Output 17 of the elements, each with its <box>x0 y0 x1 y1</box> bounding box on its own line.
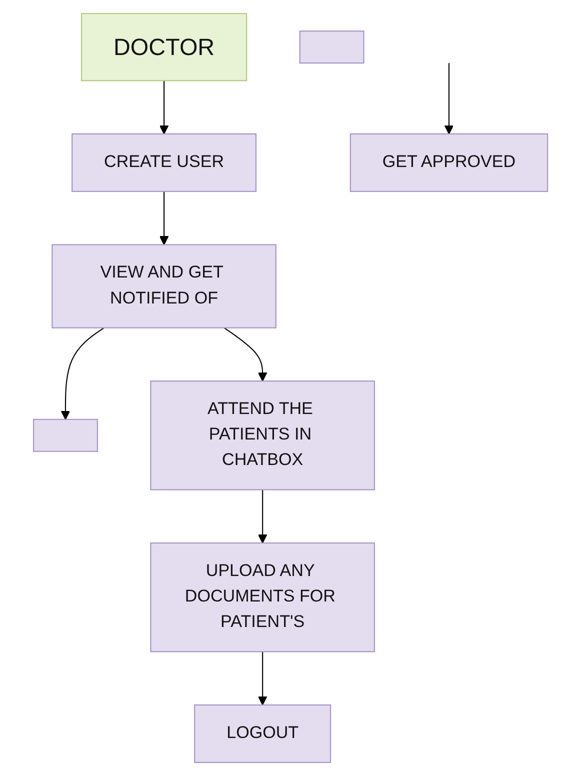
node-box <box>150 380 376 490</box>
arrow <box>160 191 170 246</box>
node-box <box>81 13 248 82</box>
arrow <box>160 80 170 134</box>
arrow <box>258 490 268 544</box>
node-box <box>33 418 98 452</box>
flowchart: DOCTOR CREATE USER VIEW AND GET NOTIFIED OF GET APPROVED ATTEND THE PATIENTS IN CHATBOX UPLOAD ANY DOCUMENTS FOR PATIENT'S LOGOUT <box>25 5 557 771</box>
node-box <box>300 30 365 64</box>
node-box <box>72 133 257 192</box>
node-box <box>194 704 332 763</box>
node-box <box>350 133 549 192</box>
arrow <box>444 63 454 134</box>
node-box <box>150 542 376 652</box>
node-box <box>52 244 277 328</box>
arrow <box>258 652 268 706</box>
arrow <box>224 327 268 382</box>
arrow <box>61 327 105 420</box>
